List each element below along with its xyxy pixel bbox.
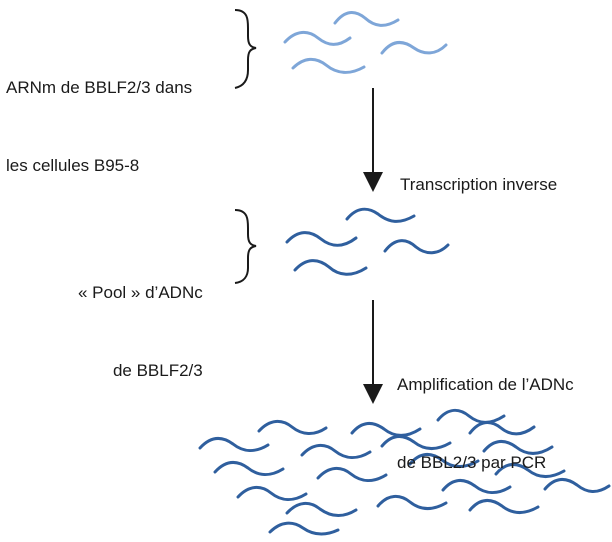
- mrna-stage-label: ARNm de BBLF2/3 dans les cellules B95-8: [6, 23, 192, 205]
- amplified-strand-icon: [236, 486, 308, 501]
- cdna-strand-icon: [383, 239, 450, 255]
- cdna-pool-label: « Pool » d’ADNc de BBLF2/3: [78, 228, 203, 410]
- cdna-strand-icon: [285, 231, 358, 247]
- amplified-strand-icon: [441, 479, 512, 494]
- amplified-strand-icon: [468, 499, 540, 514]
- amplified-strand-icon: [257, 420, 328, 435]
- amplified-strand-icon: [494, 463, 566, 478]
- amplified-strand-icon: [300, 444, 372, 459]
- reverse-transcription-label: Transcription inverse: [400, 120, 557, 224]
- amplified-strand-icon: [198, 437, 270, 452]
- cdna-label-line2: de BBLF2/3: [112, 361, 203, 380]
- amplified-strand-icon: [468, 421, 536, 436]
- mrna-label-line1: ARNm de BBLF2/3 dans: [6, 78, 193, 97]
- amplified-strand-icon: [268, 521, 340, 536]
- amplified-strand-icon: [285, 502, 358, 517]
- amplified-strand-icon: [316, 467, 388, 482]
- amplified-strand-icon: [350, 422, 422, 437]
- mrna-strand-icon: [380, 41, 448, 55]
- pcr-amplification-label: Amplification de l’ADNc de BBL2/3 par PC…: [397, 320, 574, 502]
- amplified-strands: [198, 409, 611, 536]
- mrna-strands: [283, 11, 448, 74]
- amplified-strand-icon: [213, 461, 285, 476]
- amplified-strand-icon: [482, 440, 554, 455]
- mrna-strand-icon: [283, 31, 352, 46]
- cdna-label-line1: « Pool » d’ADNc: [78, 283, 203, 302]
- amplified-strand-icon: [408, 453, 480, 468]
- amplified-strand-icon: [543, 478, 611, 493]
- mrna-brace-icon: [234, 9, 257, 89]
- cdna-strands: [285, 207, 450, 276]
- pcr-label-line2: de BBL2/3 par PCR: [397, 453, 547, 472]
- amplified-strand-icon: [436, 409, 506, 424]
- cdna-brace-icon: [234, 209, 257, 284]
- pcr-label-line1: Amplification de l’ADNc: [397, 375, 574, 394]
- cdna-strand-icon: [293, 259, 368, 276]
- cdna-strand-icon: [345, 207, 416, 223]
- reverse-transcription-line1: Transcription inverse: [400, 175, 558, 194]
- mrna-strand-icon: [291, 57, 366, 74]
- amplified-strand-icon: [376, 495, 448, 510]
- amplified-strand-icon: [380, 435, 452, 450]
- mrna-label-line2: les cellules B95-8: [6, 156, 140, 175]
- mrna-strand-icon: [333, 11, 400, 27]
